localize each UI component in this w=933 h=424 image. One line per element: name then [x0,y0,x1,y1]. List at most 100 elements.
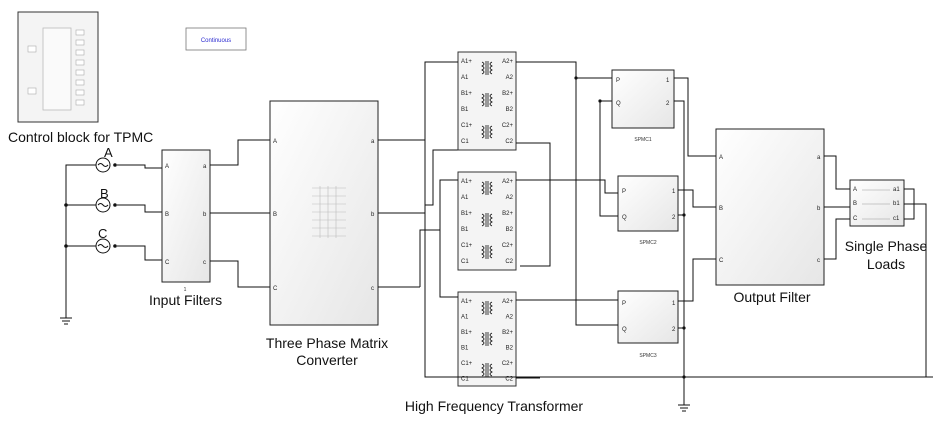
ground-left-wires [65,164,96,318]
transformer-winding-icon [481,125,493,139]
hf-transformer-1[interactable] [457,51,517,151]
loads-port-b: B [853,201,857,207]
source-c[interactable]: C [95,226,117,254]
transformer-winding-icon [481,245,493,259]
transformer-2-port-right-4: C2+ [502,243,514,249]
transformer-2-port-right-3: B2 [506,227,514,233]
output-filter-block[interactable]: A B C a b c [715,128,825,286]
input-filters-port-a: A [165,164,169,170]
matrix-converter-port-c: C [273,286,278,292]
spmc1-label: SPMC1 [634,137,651,143]
transformer-3-port-left-3: B1 [461,346,469,352]
matrix-converter-inner-switches [312,186,346,238]
matrix-converter-block[interactable]: A B C a b c [269,100,379,326]
spmc2-label: SPMC2 [639,240,656,246]
hf-transformer-3[interactable] [457,291,517,387]
spmc1-port-1: 1 [666,78,670,84]
input-filters-port-out-c: c [203,260,206,266]
transformer-2-port-left-4: C1+ [461,243,473,249]
single-phase-loads-block[interactable]: A B C a1 b1 c1 [849,179,905,227]
transformer-3-port-left-1: A1 [461,315,469,321]
loads-port-b1: b1 [893,201,900,207]
single-phase-loads-label-line2: Loads [867,256,905,272]
output-filter-port-b: B [719,206,723,212]
transformer-2-port-left-3: B1 [461,227,469,233]
powergui-block[interactable]: Continuous [185,27,247,51]
input-filters-port-out-a: a [203,164,207,170]
matrix-converter-port-out-c: c [371,286,374,292]
source-c-label: C [98,226,107,241]
transformer-1-port-left-5: C1 [461,139,469,145]
source-b[interactable]: B [95,186,117,213]
spmc3-block[interactable]: P Q 1 2 [617,290,679,344]
output-filter-port-out-b: b [817,206,821,212]
transformer-3-port-left-4: C1+ [461,361,473,367]
ground-icon-left [60,317,72,325]
loads-port-c: C [853,216,858,222]
loads-port-a: A [853,187,857,193]
spmc1-port-q: Q [616,101,621,107]
transformer-2-port-left-0: A1+ [461,179,472,185]
hf-transformer-2[interactable] [457,171,517,271]
ground-icon-right [678,404,690,412]
transformer-3-port-right-2: B2+ [502,330,513,336]
transformer-1-port-right-0: A2+ [502,59,513,65]
transformer-1-port-left-2: B1+ [461,91,472,97]
spmc2-block[interactable]: P Q 1 2 [617,175,679,232]
transformer-winding-icon [481,93,493,107]
transformer-1-port-left-4: C1+ [461,123,473,129]
continuous-label: Continuous [201,38,231,44]
output-filter-port-c: C [719,258,724,264]
hf-transformer-label: High Frequency Transformer [405,398,584,414]
control-block[interactable] [17,11,99,123]
transformer-winding-icon [481,363,493,377]
transformer-2-port-left-5: C1 [461,259,469,265]
source-a-label: A [104,145,113,160]
transformer-2-port-right-5: C2 [505,259,513,265]
control-block-label: Control block for TPMC [8,129,153,145]
transformer-2-port-right-2: B2+ [502,211,513,217]
transformer-1-port-right-1: A2 [506,75,514,81]
transformer-1-port-right-4: C2+ [502,123,514,129]
transformer-2-port-right-1: A2 [506,195,514,201]
matrix-converter-label-line2: Converter [296,352,358,368]
spmc3-port-p: P [622,301,626,307]
matrix-converter-label-line1: Three Phase Matrix [266,335,388,351]
loads-port-a1: a1 [893,187,900,193]
output-filter-label: Output Filter [733,289,810,305]
input-filters-block[interactable]: A B C a b c [161,149,211,283]
transformer-3-port-left-0: A1+ [461,299,472,305]
matrix-converter-port-out-b: b [371,212,375,218]
source-b-label: B [100,186,109,201]
spmc1-block[interactable]: P Q 1 2 [611,69,675,129]
transformer-3-port-right-0: A2+ [502,299,513,305]
spmc1-port-2: 2 [666,101,670,107]
transformer-winding-icon [481,332,493,346]
transformer-2-port-left-1: A1 [461,195,469,201]
transformer-1-port-right-2: B2+ [502,91,513,97]
transformer-2-port-left-2: B1+ [461,211,472,217]
matrix-converter-port-a: A [273,139,277,145]
spmc3-port-1: 1 [672,301,676,307]
spmc3-label: SPMC3 [639,353,656,359]
spmc2-port-q: Q [622,215,627,221]
single-phase-loads-label-line1: Single Phase [845,238,928,254]
source-a[interactable]: A [95,145,117,173]
spmc1-port-p: P [616,78,620,84]
spmc3-port-2: 2 [672,327,676,333]
output-filter-port-out-c: c [817,258,820,264]
transformer-winding-icon [481,61,493,75]
spmc2-port-p: P [622,189,626,195]
output-filter-port-a: A [719,155,723,161]
matrix-converter-port-b: B [273,212,277,218]
transformer-1-port-left-1: A1 [461,75,469,81]
transformer-3-port-right-4: C2+ [502,361,514,367]
transformer-3-port-right-5: C2 [505,377,513,383]
input-filters-label: Input Filters [149,292,222,308]
transformer-2-port-right-0: A2+ [502,179,513,185]
loads-inner-lines [862,189,890,220]
input-filters-port-b: B [165,212,169,218]
transformer-winding-icon [481,181,493,195]
